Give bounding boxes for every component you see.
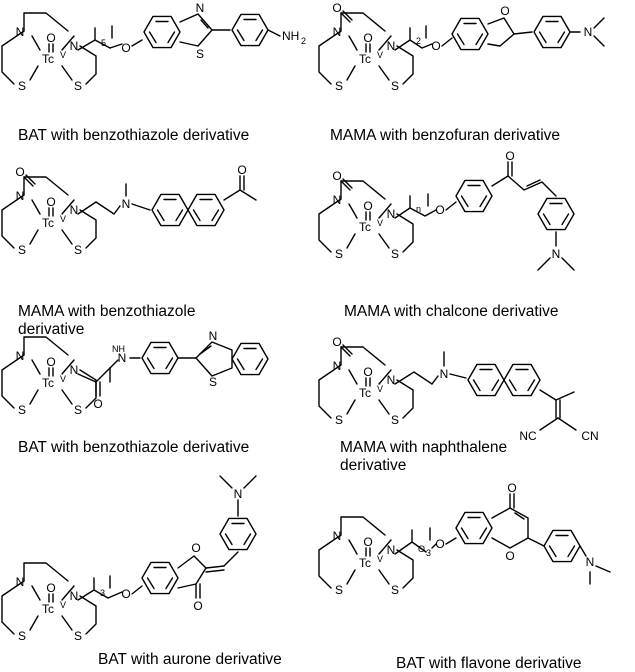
svg-text:N: N: [196, 1, 205, 15]
svg-text:S: S: [196, 47, 204, 61]
svg-text:2: 2: [416, 36, 421, 46]
svg-text:N: N: [122, 197, 131, 211]
svg-text:N: N: [440, 367, 449, 381]
svg-text:O: O: [332, 169, 341, 183]
caption-bat-flavone: BAT with flavone derivative: [396, 655, 582, 672]
caption-mama-benzothiazole-line1: MAMA with benzothiazole: [18, 303, 195, 320]
svg-text:O: O: [418, 544, 425, 554]
svg-text:O: O: [121, 41, 130, 55]
svg-text:O: O: [121, 587, 130, 601]
svg-text:O: O: [191, 541, 200, 555]
structure-bat-flavone: O 3 O O O N: [318, 481, 611, 598]
caption-bat-aurone: BAT with aurone derivative: [98, 651, 282, 668]
svg-text:3: 3: [100, 588, 105, 598]
svg-text:5: 5: [101, 38, 106, 48]
structure-mama-naphthalene: O N NC CN: [318, 335, 599, 443]
svg-text:O: O: [93, 397, 102, 411]
svg-text:2: 2: [301, 36, 306, 46]
svg-text:O: O: [500, 4, 509, 18]
svg-text:O: O: [193, 599, 202, 613]
caption-mama-chalcone: MAMA with chalcone derivative: [344, 303, 559, 320]
structure-mama-benzothiazole: O N O: [1, 163, 257, 258]
svg-text:O: O: [505, 549, 514, 563]
svg-text:N: N: [118, 351, 127, 365]
svg-text:n: n: [416, 204, 421, 214]
caption-bat-benzothiazole-1: BAT with benzothiazole derivative: [18, 127, 249, 144]
svg-text:NH: NH: [282, 29, 299, 43]
svg-text:O: O: [332, 1, 341, 15]
structure-mama-benzofuran: O 2 O O: [318, 1, 605, 94]
caption-mama-benzothiazole-line2: derivative: [18, 321, 84, 338]
svg-text:NH: NH: [112, 344, 125, 354]
svg-text:O: O: [435, 203, 444, 217]
svg-text:N: N: [586, 555, 595, 569]
svg-text:3: 3: [426, 548, 431, 558]
svg-text:CN: CN: [581, 429, 598, 443]
svg-text:O: O: [435, 537, 444, 551]
svg-text:N: N: [234, 487, 243, 501]
caption-mama-naphthalene-line2: derivative: [340, 457, 406, 474]
structure-mama-chalcone: O n O O N: [318, 149, 575, 271]
structure-bat-benzothiazole-2: O N NH N S: [1, 329, 269, 418]
svg-text:O: O: [332, 335, 341, 349]
svg-text:O: O: [505, 149, 514, 163]
svg-text:NC: NC: [519, 429, 537, 443]
structure-bat-aurone: 3 O O O N: [1, 475, 257, 644]
svg-text:O: O: [237, 163, 246, 177]
svg-text:O: O: [431, 39, 440, 53]
svg-text:N: N: [209, 329, 218, 343]
svg-text:O: O: [15, 165, 24, 179]
caption-bat-benzothiazole-2: BAT with benzothiazole derivative: [18, 439, 249, 456]
svg-text:O: O: [507, 481, 516, 495]
structure-bat-benzothiazole-1: 5 O N S NH 2: [1, 1, 306, 94]
caption-mama-benzofuran: MAMA with benzofuran derivative: [330, 127, 560, 144]
svg-text:N: N: [552, 247, 561, 261]
svg-text:S: S: [209, 375, 217, 389]
caption-mama-naphthalene-line1: MAMA with naphthalene: [340, 439, 507, 456]
